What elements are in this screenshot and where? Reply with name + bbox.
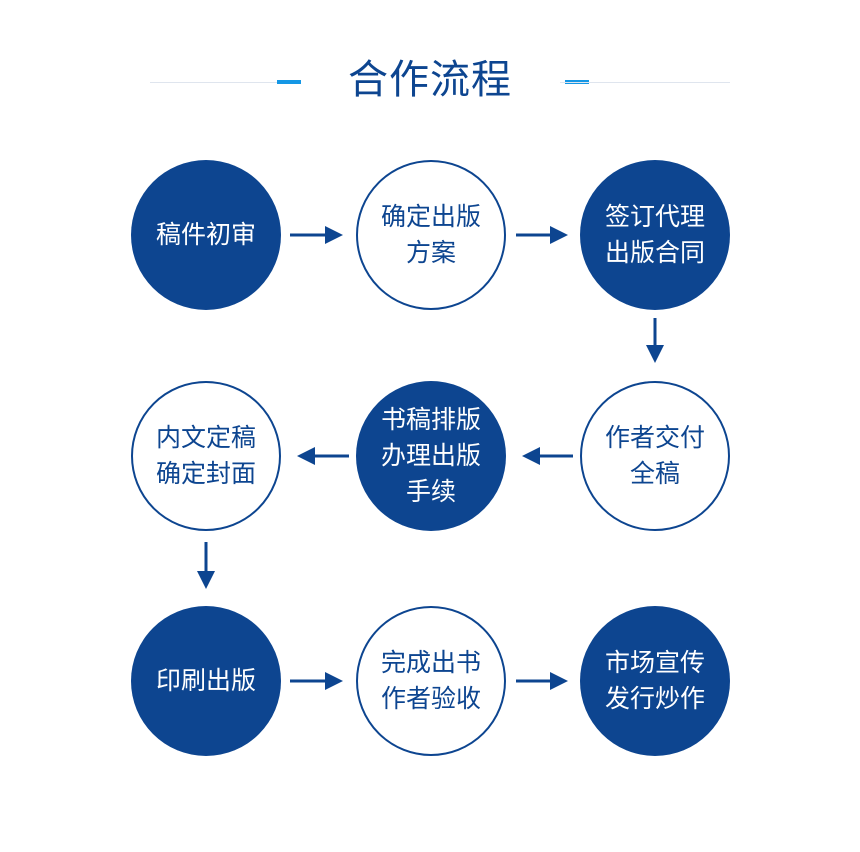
title-divider-left [150,82,300,83]
step-7-line-1: 印刷出版 [155,666,256,695]
step-5-line-1: 书稿排版 [380,405,481,434]
step-3-line-1: 签订代理 [604,202,705,231]
step-9-line-1: 市场宣传 [604,648,705,677]
step-8-line-1: 完成出书 [380,648,481,677]
step-5-typesetting-procedures: 书稿排版 办理出版 手续 [356,381,506,531]
step-9-line-2: 发行炒作 [604,684,705,713]
step-6-line-1: 内文定稿 [155,423,256,452]
step-4-deliver-manuscript: 作者交付 全稿 [580,381,730,531]
step-5-line-3: 手续 [405,477,456,506]
step-2-line-1: 确定出版 [380,202,481,231]
title-accent-left [277,80,301,84]
step-2-publishing-plan: 确定出版 方案 [356,160,506,310]
step-2-line-2: 方案 [405,238,456,267]
step-5-line-2: 办理出版 [380,441,481,470]
step-3-sign-contract: 签订代理 出版合同 [580,160,730,310]
step-6-finalize-content-cover: 内文定稿 确定封面 [131,381,281,531]
page-title: 合作流程 [348,57,512,103]
step-9-marketing: 市场宣传 发行炒作 [580,606,730,756]
step-1-initial-review: 稿件初审 [131,160,281,310]
step-1-line-1: 稿件初审 [155,220,256,249]
step-3-line-2: 出版合同 [604,238,705,267]
step-8-author-acceptance: 完成出书 作者验收 [356,606,506,756]
step-8-line-2: 作者验收 [380,684,481,713]
step-4-line-1: 作者交付 [604,423,705,452]
step-4-line-2: 全稿 [629,459,680,488]
step-7-printing: 印刷出版 [131,606,281,756]
step-6-line-2: 确定封面 [155,459,256,488]
title-divider-right [560,82,730,83]
